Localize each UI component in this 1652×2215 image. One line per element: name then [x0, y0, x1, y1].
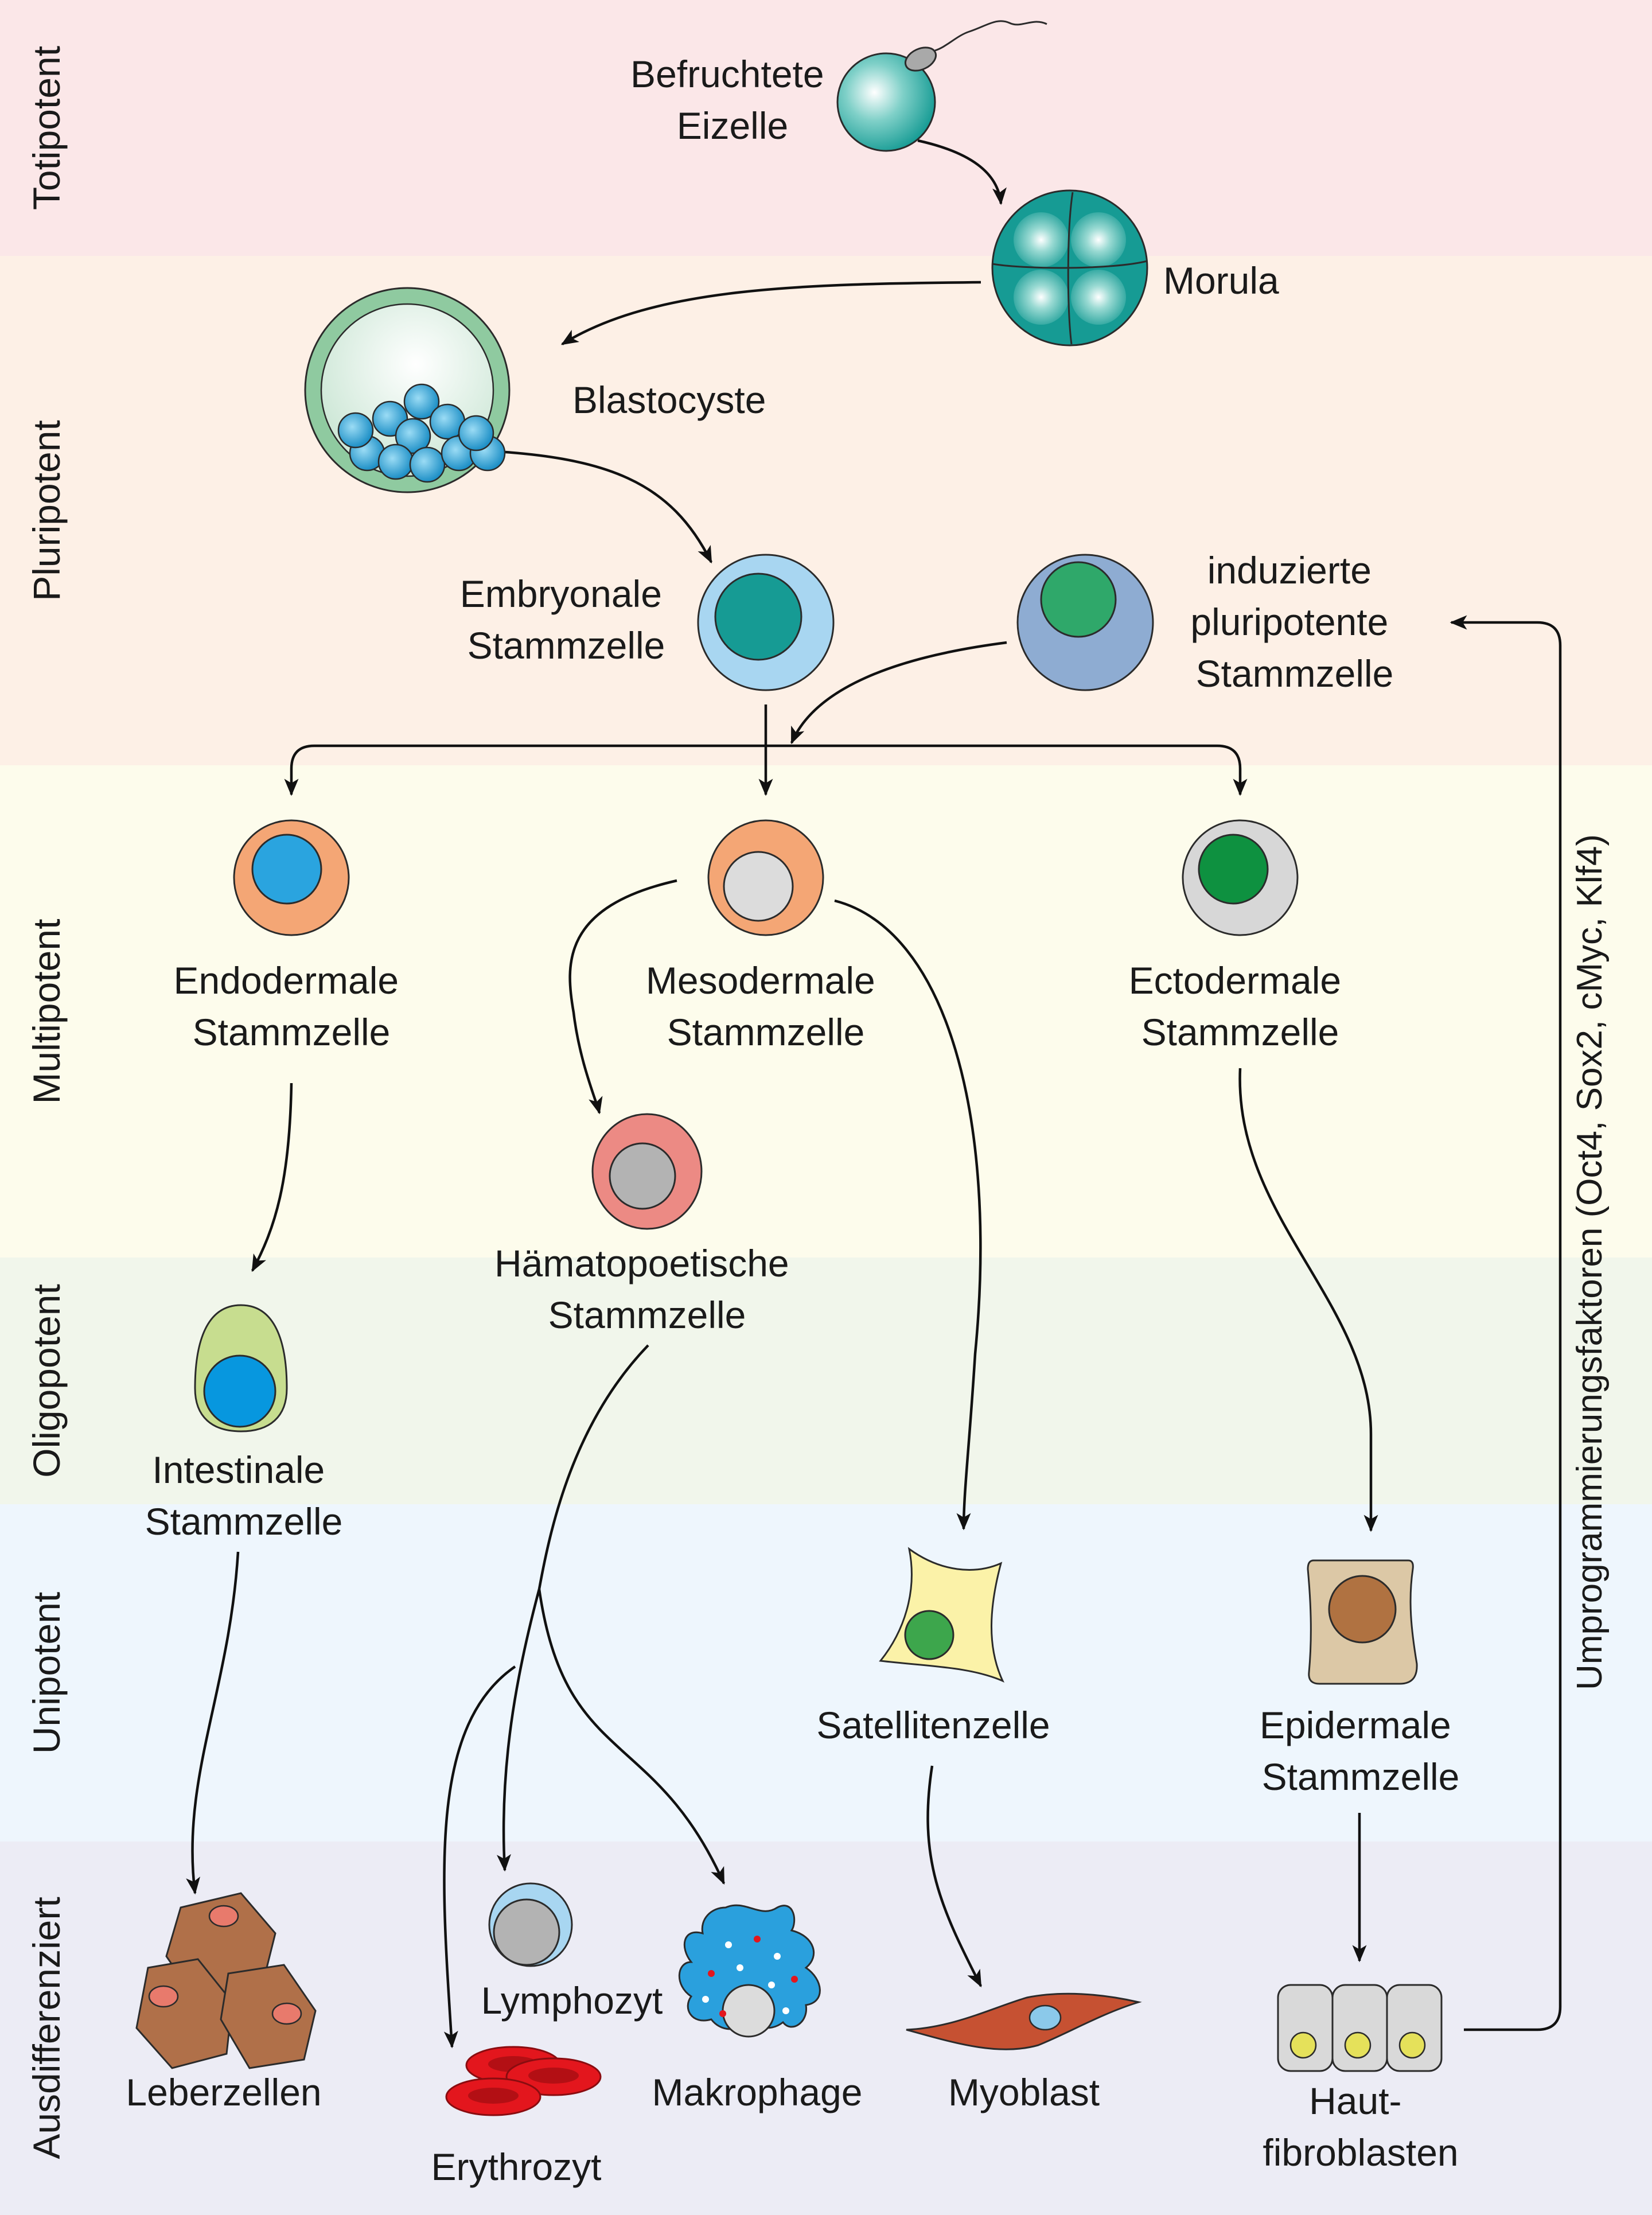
arrow-hsc-branch: [537, 1344, 649, 1590]
label-macrophage: Makrophage: [652, 2071, 863, 2113]
myoblast-cell: [906, 1992, 1142, 2050]
endodermal-stem-cell: [233, 819, 350, 936]
label-liver: Leberzellen: [126, 2071, 321, 2113]
label-myoblast: Myoblast: [948, 2071, 1100, 2113]
band-totipotent: [0, 0, 1652, 256]
label-hsc: Hämatopoetische Stammzelle: [494, 1242, 800, 1336]
arrow-mesoderm-hsc: [568, 879, 677, 1115]
morula-cell: [991, 189, 1148, 347]
arrow-blastocyst-esc: [476, 449, 713, 564]
label-morula: Morula: [1163, 259, 1279, 302]
skin-fibroblast-cells: [1277, 1984, 1443, 2072]
label-erythrocyte: Erythrozyt: [431, 2146, 601, 2188]
arrow-mesoderm-satellite: [834, 899, 982, 1531]
mesodermal-stem-cell: [707, 819, 824, 936]
erythrocyte-cells: [445, 2046, 602, 2116]
arrow-to-ectoderm: [766, 744, 1248, 796]
arrow-morula-blastocyst: [560, 281, 981, 345]
arrows: [186, 139, 1562, 2049]
arrow-ips-join: [790, 641, 1007, 745]
arrow-reprogramming: [1450, 615, 1562, 2031]
intestinal-stem-cell: [194, 1304, 288, 1432]
band-label-unipotent: Unipotent: [25, 1592, 68, 1754]
arrow-zygote-morula: [917, 139, 1007, 205]
band-label-pluripotent: Pluripotent: [25, 420, 68, 601]
embryonic-stem-cell: [697, 554, 835, 691]
label-esc: Embryonale Stammzelle: [460, 573, 673, 667]
ips-cell: [1016, 554, 1154, 691]
label-intestinal: Intestinale Stammzelle: [145, 1449, 343, 1543]
arrow-to-erythrocyte: [443, 1665, 516, 2049]
band-label-totipotent: Totipotent: [25, 46, 68, 210]
label-ips: induzierte pluripotente Stammzelle: [1190, 549, 1398, 695]
label-zygote: Befruchtete Eizelle: [630, 53, 835, 147]
label-satellite: Satellitenzelle: [816, 1704, 1050, 1746]
ectodermal-stem-cell: [1182, 819, 1299, 936]
label-lymphocyte: Lymphozyt: [481, 1979, 663, 2022]
arrow-endoderm-intestinal: [251, 1083, 293, 1272]
reprogramming-factors-label: Umprogrammierungsfaktoren (Oct4, Sox2, c…: [1570, 834, 1610, 1690]
label-fibroblast: Haut- fibroblasten: [1263, 2080, 1458, 2174]
blastocyst-cell: [304, 287, 511, 493]
arrow-to-endoderm: [284, 744, 766, 796]
label-endoderm: Endodermale Stammzelle: [174, 959, 410, 1053]
zygote-cell: [836, 20, 1047, 152]
liver-cells: [135, 1892, 317, 2069]
arrow-intestinal-liver: [186, 1551, 240, 1895]
label-blastocyst: Blastocyste: [572, 379, 766, 421]
arrow-to-macrophage: [537, 1589, 726, 1885]
arrow-satellite-myoblast: [926, 1765, 983, 1988]
label-ectoderm: Ectodermale Stammzelle: [1129, 959, 1352, 1053]
band-label-ausdifferenziert: Ausdifferenziert: [25, 1897, 68, 2159]
arrow-to-lymphocyte: [496, 1589, 541, 1872]
label-mesoderm: Mesodermale Stammzelle: [646, 959, 886, 1053]
epidermal-stem-cell: [1307, 1559, 1418, 1685]
macrophage-cell: [678, 1904, 821, 2038]
band-pluripotent: [0, 256, 1652, 765]
label-epidermal: Epidermale Stammzelle: [1260, 1704, 1462, 1798]
arrow-ectoderm-epidermal: [1238, 1068, 1378, 1532]
band-label-oligopotent: Oligopotent: [25, 1284, 68, 1478]
satellite-cell: [879, 1547, 1005, 1683]
band-label-multipotent: Multipotent: [25, 919, 68, 1104]
hematopoietic-stem-cell: [591, 1113, 703, 1230]
lymphocyte-cell: [488, 1882, 573, 1967]
